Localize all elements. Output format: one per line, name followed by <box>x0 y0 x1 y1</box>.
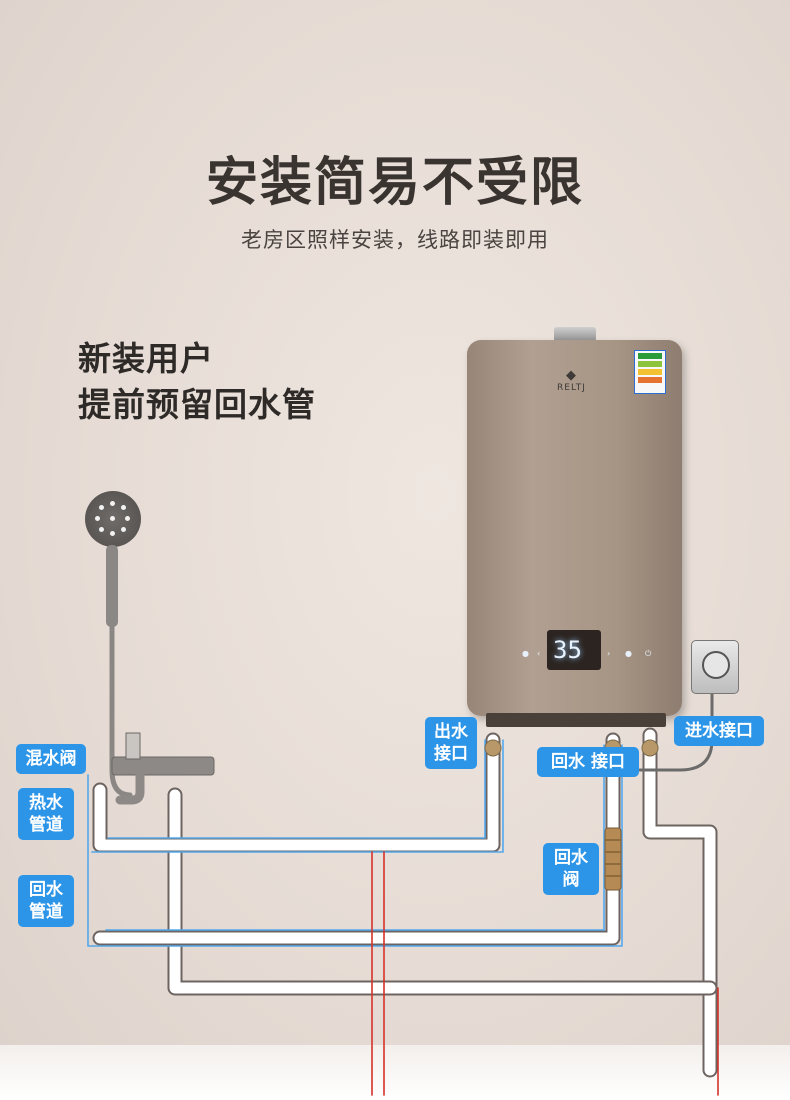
brand-logo: ◆ RELTJ <box>557 368 586 393</box>
energy-label <box>634 350 666 394</box>
label-outlet: 出水接口 <box>425 717 477 769</box>
shower-head-icon <box>85 491 141 547</box>
display-temp: 35 <box>553 636 582 664</box>
cold-inlet-pipe <box>642 727 718 1078</box>
mode-dot: ● <box>625 649 632 658</box>
return-valve-icon <box>604 827 622 891</box>
touch-dot: ● <box>522 649 529 658</box>
side-text-line1: 新装用户 <box>78 339 214 378</box>
hot-pipe-outline <box>91 739 504 853</box>
flue-pipe <box>554 327 596 342</box>
temperature-display <box>547 630 601 670</box>
label-hot-pipe: 热水管道 <box>18 788 74 840</box>
return-pipe-outline <box>87 744 623 947</box>
label-inlet: 进水接口 <box>674 716 764 746</box>
plus-button: › <box>607 649 611 658</box>
side-text-line2: 提前预留回水管 <box>78 385 316 424</box>
mixing-valve-icon <box>111 756 215 776</box>
label-return-valve: 回水阀 <box>543 843 599 895</box>
page-title: 安装简易不受限 <box>205 153 584 213</box>
page-subtitle: 老房区照样安装，线路即装即用 <box>241 228 549 252</box>
label-return-pipe: 回水管道 <box>18 875 74 927</box>
label-return-port: 回水 接口 <box>537 747 639 777</box>
socket-icon <box>691 640 739 694</box>
water-heater-icon: ◆ RELTJ 35 ● ‹ › ● ⏻ <box>467 340 682 716</box>
floor <box>0 1045 790 1100</box>
minus-button: ‹ <box>537 649 541 658</box>
label-mixing-valve: 混水阀 <box>16 744 86 774</box>
main-supply-pipe <box>167 787 718 996</box>
shower-handle <box>106 545 118 627</box>
heater-valves <box>486 713 666 727</box>
power-icon: ⏻ <box>645 649 652 658</box>
